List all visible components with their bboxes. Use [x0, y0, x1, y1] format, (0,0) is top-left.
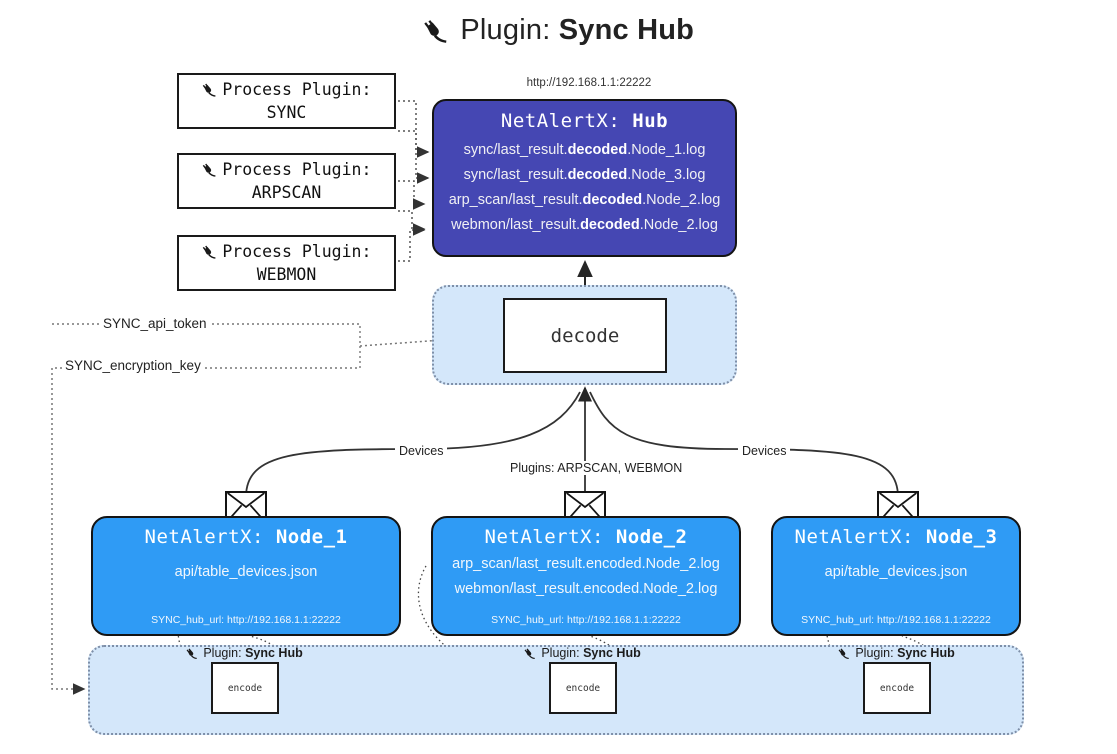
node-3-line-1: api/table_devices.json	[824, 564, 968, 580]
encode-box-3[interactable]: encode	[863, 662, 931, 714]
hub-log-2: sync/last_result.decoded.Node_3.log	[463, 166, 706, 183]
process-plugin-line2: SYNC	[266, 102, 307, 122]
encode-caption-name: Sync Hub	[583, 646, 641, 660]
plug-icon	[202, 162, 222, 180]
node-2-line-2: webmon/last_result.encoded.Node_2.log	[454, 581, 718, 598]
node-2-line-1: arp_scan/last_result.encoded.Node_2.log	[452, 556, 720, 572]
process-plugin-line2: WEBMON	[256, 264, 317, 284]
hub-label-name: Hub	[632, 110, 669, 132]
encode-caption-prefix: Plugin:	[203, 646, 242, 660]
node-2-label-name: Node_2	[615, 526, 688, 548]
page-title: Plugin: Sync Hub	[0, 14, 1117, 48]
node-3-footer: SYNC_hub_url: http://192.168.1.1:22222	[801, 614, 991, 626]
sync-encryption-key-label: SYNC_encryption_key	[62, 358, 204, 373]
encode-caption-3: Plugin: Sync Hub	[838, 646, 955, 661]
title-main: Sync Hub	[558, 14, 695, 46]
node-1-label-name: Node_1	[275, 526, 348, 548]
process-plugin-line1: Process Plugin:	[222, 241, 372, 261]
edge-label-plugins-center: Plugins: ARPSCAN, WEBMON	[506, 461, 687, 475]
encode-caption-name: Sync Hub	[245, 646, 303, 660]
plug-icon	[202, 82, 222, 100]
hub-log-1: sync/last_result.decoded.Node_1.log	[463, 142, 706, 158]
plug-icon	[202, 244, 222, 262]
node-3-label-name: Node_3	[925, 526, 998, 548]
title-prefix: Plugin:	[460, 14, 551, 46]
encode-box-1[interactable]: encode	[211, 662, 279, 714]
encode-caption-name: Sync Hub	[897, 646, 955, 660]
process-plugin-line1: Process Plugin:	[222, 79, 372, 99]
encode-box-2[interactable]: encode	[549, 662, 617, 714]
plug-icon	[423, 17, 456, 47]
node-2[interactable]: NetAlertX: Node_2 arp_scan/last_result.e…	[431, 516, 741, 636]
node-3-label-prefix: NetAlertX:	[794, 526, 914, 548]
plug-icon	[524, 647, 539, 661]
process-plugin-arpscan[interactable]: Process Plugin: ARPSCAN	[177, 153, 396, 209]
decode-box[interactable]: decode	[503, 298, 667, 373]
process-plugin-line2: ARPSCAN	[251, 182, 322, 202]
plug-icon	[838, 647, 853, 661]
node-1[interactable]: NetAlertX: Node_1 api/table_devices.json…	[91, 516, 401, 636]
process-plugin-sync[interactable]: Process Plugin: SYNC	[177, 73, 396, 129]
hub-label-prefix: NetAlertX:	[500, 110, 621, 132]
encode-caption-1: Plugin: Sync Hub	[186, 646, 303, 661]
sync-api-token-label: SYNC_api_token	[100, 316, 210, 331]
plug-icon	[186, 647, 201, 661]
hub-log-4: webmon/last_result.decoded.Node_2.log	[451, 216, 718, 233]
node-1-label-prefix: NetAlertX:	[144, 526, 264, 548]
node-3[interactable]: NetAlertX: Node_3 api/table_devices.json…	[771, 516, 1021, 636]
encode-caption-2: Plugin: Sync Hub	[524, 646, 641, 661]
encode-caption-prefix: Plugin:	[855, 646, 894, 660]
node-1-line-1: api/table_devices.json	[174, 564, 318, 580]
edge-label-devices-left: Devices	[395, 444, 448, 458]
node-2-footer: SYNC_hub_url: http://192.168.1.1:22222	[491, 614, 681, 626]
process-plugin-webmon[interactable]: Process Plugin: WEBMON	[177, 235, 396, 291]
node-1-footer: SYNC_hub_url: http://192.168.1.1:22222	[151, 614, 341, 626]
hub-node[interactable]: NetAlertX: Hub sync/last_result.decoded.…	[432, 99, 737, 257]
encode-caption-prefix: Plugin:	[541, 646, 580, 660]
hub-url-label: http://192.168.1.1:22222	[526, 77, 652, 89]
edge-label-devices-right: Devices	[738, 444, 791, 458]
process-plugin-line1: Process Plugin:	[222, 159, 372, 179]
hub-log-3: arp_scan/last_result.decoded.Node_2.log	[448, 191, 721, 208]
node-2-label-prefix: NetAlertX:	[484, 526, 604, 548]
